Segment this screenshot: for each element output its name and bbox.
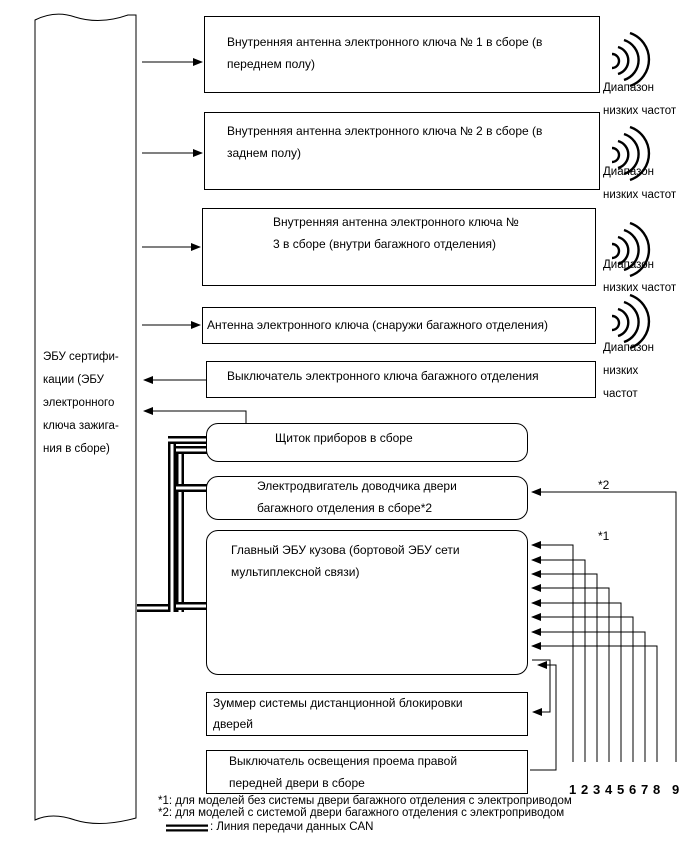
closer-motor-line1: Электродвигатель доводчика двери — [257, 479, 457, 493]
antenna-2-line2: заднем полу) — [227, 146, 301, 160]
line-input-5 — [531, 599, 622, 762]
input-number-6: 6 — [629, 782, 637, 797]
main-body-ecu-box: Главный ЭБУ кузова (бортовой ЭБУ сети му… — [206, 530, 528, 675]
line-input-3 — [531, 570, 598, 762]
line-input-1 — [531, 541, 574, 762]
input-number-3: 3 — [593, 782, 601, 797]
input-number-9: 9 — [672, 782, 680, 797]
courtesy-switch-box: Выключатель освещения проема правой пере… — [206, 750, 528, 794]
lf-wave-icon-1 — [611, 31, 651, 88]
arrow-ecu-to-buzzer — [532, 659, 551, 716]
closer-motor-line2: багажного отделения в сборе*2 — [257, 501, 433, 515]
lf-label-4: Диапазон низких частот — [603, 337, 654, 406]
antenna-3-line1: Внутренняя антенна электронного ключа № — [273, 215, 519, 229]
antenna-1-line2: переднем полу) — [227, 57, 316, 71]
lf-label-line: Диапазон — [603, 82, 654, 94]
courtesy-switch-line1: Выключатель освещения проема правой — [229, 754, 458, 768]
line-input-2 — [531, 556, 586, 762]
lf-label-1: Диапазон низких частот — [603, 77, 676, 123]
buzzer-box: Зуммер системы дистанционной блокировки … — [206, 692, 528, 736]
courtesy-switch-line2: передней двери в сборе — [229, 776, 365, 790]
lf-label-line: Диапазон — [603, 166, 654, 178]
lf-wave-icon-2 — [611, 125, 651, 182]
lf-label-3: Диапазон низких частот — [603, 254, 676, 300]
trunk-switch-box: Выключатель электронного ключа багажного… — [206, 361, 596, 398]
footnote-can: : Линия передачи данных CAN — [210, 821, 374, 833]
input-number-7: 7 — [641, 782, 649, 797]
lf-label-line: Диапазон — [603, 342, 654, 354]
input-number-1: 1 — [569, 782, 577, 797]
line-input-7 — [531, 628, 646, 762]
lf-label-line: низких частот — [603, 189, 677, 201]
antenna-4-line1: Антенна электронного ключа (снаружи бага… — [207, 318, 548, 332]
ecu-label-line: ЭБУ сертифи- — [43, 351, 119, 363]
ecu-label-line: кации (ЭБУ — [43, 374, 104, 386]
lf-label-line: частот — [603, 388, 638, 400]
ecu-label: ЭБУ сертифи- кации (ЭБУ электронного клю… — [43, 346, 135, 461]
lf-label-line: Диапазон — [603, 259, 654, 271]
lf-label-line: низких — [603, 365, 639, 377]
ecu-box-outline — [34, 13, 137, 824]
lf-wave-icon-4 — [611, 293, 651, 350]
combination-meter-label: Щиток приборов в сборе — [275, 431, 413, 445]
antenna-2-box: Внутренняя антенна электронного ключа № … — [204, 112, 600, 190]
line-input-9-to-closer — [531, 488, 677, 762]
star2-mark: *2 — [598, 478, 610, 492]
input-number-2: 2 — [581, 782, 589, 797]
trunk-switch-label: Выключатель электронного ключа багажного… — [227, 369, 539, 383]
buzzer-line2: дверей — [213, 717, 253, 731]
ecu-label-line: ния в сборе) — [43, 443, 110, 455]
footnote-1: *1: для моделей без системы двери багажн… — [158, 795, 572, 807]
main-body-ecu-line2: мультиплексной связи) — [231, 565, 360, 579]
lf-label-line: низких частот — [603, 282, 677, 294]
arrow-meter-to-ecu — [143, 407, 247, 424]
combination-meter-box: Щиток приборов в сборе — [206, 423, 528, 462]
line-input-8 — [531, 642, 658, 762]
antenna-1-line1: Внутренняя антенна электронного ключа № … — [227, 35, 543, 49]
main-body-ecu-line1: Главный ЭБУ кузова (бортовой ЭБУ сети — [231, 543, 460, 557]
lf-wave-icon-3 — [611, 221, 651, 278]
buzzer-line1: Зуммер системы дистанционной блокировки — [213, 696, 463, 710]
antenna-3-line2: 3 в сборе (внутри багажного отделения) — [273, 237, 496, 251]
antenna-1-box: Внутренняя антенна электронного ключа № … — [204, 16, 600, 93]
ecu-label-line: ключа зажига- — [43, 420, 119, 432]
line-input-4 — [531, 584, 610, 762]
antenna-2-line1: Внутренняя антенна электронного ключа № … — [227, 124, 543, 138]
arrow-switch-to-main-ecu — [530, 661, 557, 771]
input-number-4: 4 — [605, 782, 613, 797]
lf-label-2: Диапазон низких частот — [603, 161, 676, 207]
footnote-2: *2: для моделей с системой двери багажно… — [158, 807, 565, 819]
line-input-6 — [531, 613, 634, 762]
can-bus-line — [137, 436, 208, 612]
ecu-label-line: электронного — [43, 397, 115, 409]
input-number-8: 8 — [653, 782, 661, 797]
antenna-4-box: Антенна электронного ключа (снаружи бага… — [202, 307, 596, 344]
lf-label-line: низких частот — [603, 105, 677, 117]
antenna-3-box: Внутренняя антенна электронного ключа № … — [202, 208, 596, 286]
star1-mark: *1 — [598, 529, 610, 543]
input-number-5: 5 — [617, 782, 625, 797]
closer-motor-box: Электродвигатель доводчика двери багажно… — [206, 476, 528, 520]
